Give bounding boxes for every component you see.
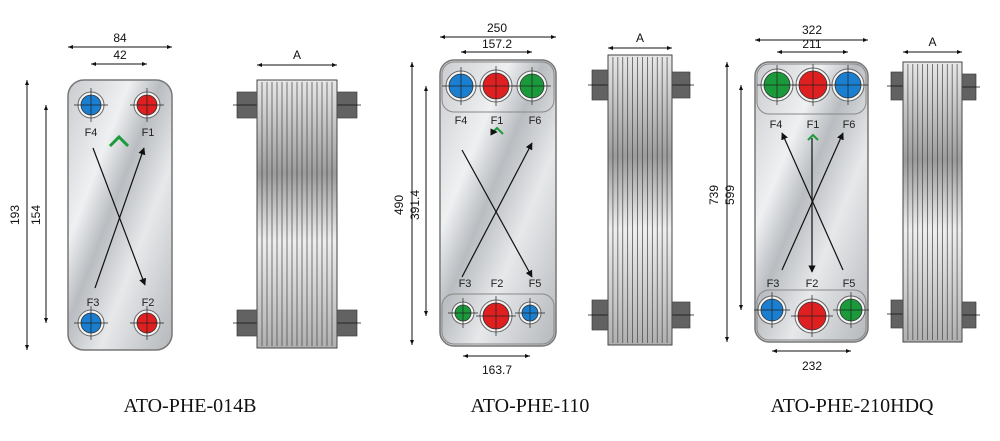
dimensions: 84 42 193 154 [8,31,172,350]
port-label: F6 [843,119,856,131]
port-label: F1 [807,119,820,131]
port-label: F3 [87,297,100,309]
plate-stack [607,54,673,346]
port-height-dim-label: 154 [29,205,43,225]
flow-arrow [461,142,533,278]
flow-direction-chevron-icon [108,134,130,148]
stack-thickness-dim-label: A [928,35,936,49]
model-caption: ATO-PHE-210HDQ [771,395,935,417]
port-spacing-dim-label: 42 [113,48,127,62]
side-view: A [887,35,980,343]
port-label: F4 [85,127,98,139]
top-port-band [756,63,867,115]
port-label: F6 [529,115,542,127]
width-dim-label: 84 [113,31,127,45]
width-dim-label: 322 [802,23,822,37]
port-label: F5 [843,278,856,290]
port-label: F3 [767,278,780,290]
flow-arrow [94,147,146,289]
port-label: F4 [770,119,783,131]
model-caption: ATO-PHE-110 [471,395,590,417]
bottom-port-spacing-dim-label: 232 [802,359,822,373]
height-dim-label: 193 [8,205,22,225]
port-spacing-dim-label: 211 [802,37,821,51]
model-caption: ATO-PHE-014B [124,395,257,417]
port-label: F2 [806,278,819,290]
flow-direction-chevron-icon [490,126,504,135]
port-spacing-dim-label: 157.2 [482,37,512,51]
port-label: F3 [459,278,472,290]
stack-thickness-dim-label: A [293,48,301,62]
height-dim-label: 490 [392,195,406,215]
height-dim-label: 739 [707,185,721,205]
port-height-dim-label: 391.4 [408,190,422,220]
port-height-dim-label: 599 [723,185,737,205]
stack-thickness-dim-label: A [636,31,644,45]
top-port-band [441,61,555,113]
port-label: F4 [455,115,468,127]
side-view: A [588,31,694,346]
port-label: F2 [491,278,504,290]
flow-arrow [461,149,533,278]
width-dim-label: 250 [487,21,507,35]
port-label: F2 [142,297,155,309]
side-view: A [233,48,361,349]
port-label: F1 [142,127,155,139]
bottom-port-band [756,289,867,341]
port-label: F5 [529,278,542,290]
flow-arrow [92,147,147,286]
port-label: F1 [491,115,504,127]
bottom-port-spacing-dim-label: 163.7 [482,363,512,377]
flow-direction-chevron-icon [807,133,819,141]
bottom-port-band [441,293,555,345]
